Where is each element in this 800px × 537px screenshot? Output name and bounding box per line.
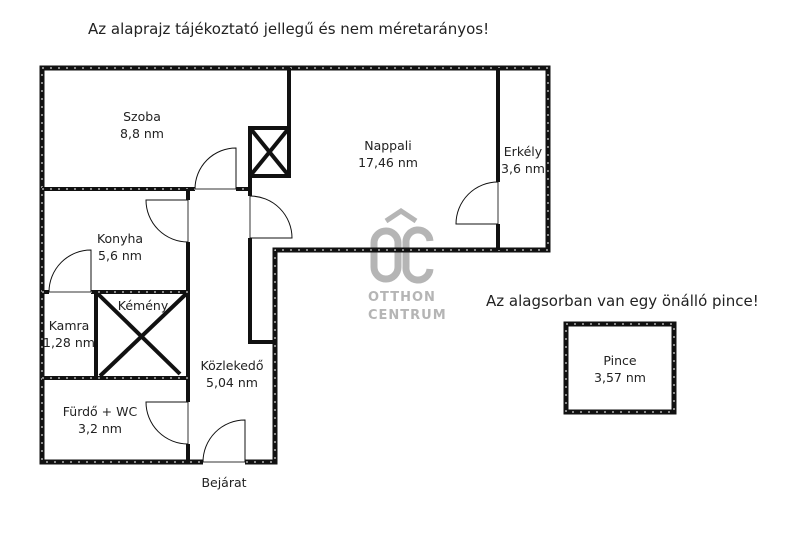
room-konyha: Konyha 5,6 nm [97,230,143,264]
cellar-outline [563,321,677,415]
room-kemeny: Kémény [118,297,168,314]
room-area: 5,6 nm [98,248,142,263]
room-area: 5,04 nm [206,375,258,390]
room-name: Kémény [117,298,169,313]
room-area: 8,8 nm [120,126,164,141]
room-name: Szoba [123,109,161,124]
chimney-cross [96,292,188,378]
room-kamra: Kamra 1,28 nm [43,317,95,351]
room-name: Erkély [503,144,543,159]
entrance-label: Bejárat [201,475,247,490]
room-name: Konyha [96,231,144,246]
room-name: Pince [603,353,637,368]
room-nappali: Nappali 17,46 nm [358,137,418,171]
room-area: 3,57 nm [594,370,646,385]
room-pince: Pince 3,57 nm [594,352,646,386]
watermark-line1: OTTHON [368,290,436,305]
doors [48,147,501,465]
room-name: Közlekedő [200,358,264,373]
room-area: 3,6 nm [501,161,545,176]
room-area: 1,28 nm [43,335,95,350]
exterior-walls [39,65,551,465]
oc-logo-icon [370,207,434,284]
room-szoba: Szoba 8,8 nm [120,108,164,142]
otthon-centrum-watermark: OTTHON CENTRUM [368,205,447,325]
room-area: 17,46 nm [358,155,418,170]
room-kozlekedo: Közlekedő 5,04 nm [200,357,263,391]
room-area: 3,2 nm [78,421,122,436]
room-name: Nappali [364,138,412,153]
room-erkely: Erkély 3,6 nm [501,143,545,177]
cellar-note: Az alagsorban van egy önálló pince! [486,292,759,310]
watermark-line2: CENTRUM [368,308,447,323]
disclaimer-note: Az alaprajz tájékoztató jellegű és nem m… [88,20,490,38]
room-furdo-wc: Fürdő + WC 3,2 nm [63,403,137,437]
room-name: Fürdő + WC [62,404,138,419]
room-name: Kamra [48,318,90,333]
